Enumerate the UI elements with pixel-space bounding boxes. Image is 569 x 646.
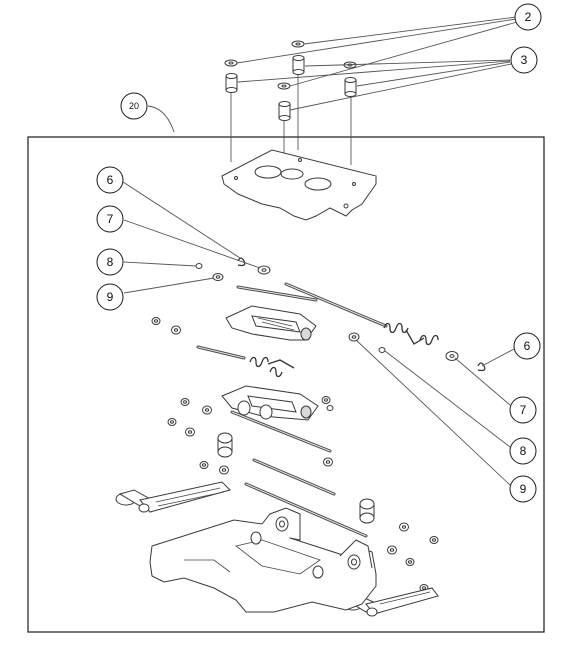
shaft-middle (230, 410, 332, 453)
bushing (323, 457, 333, 467)
svg-text:2: 2 (525, 10, 532, 24)
callout-2: 2 (514, 3, 542, 31)
shaft-lower (252, 458, 336, 496)
washer-left (257, 265, 271, 275)
middle-bracket (221, 385, 319, 421)
callout-9-right: 9 (509, 475, 537, 503)
bushing (321, 396, 331, 404)
spring-clip-left (237, 257, 246, 267)
nut-center (292, 55, 305, 75)
bushing (326, 405, 334, 411)
svg-text:9: 9 (107, 290, 114, 304)
callout-7-right: 7 (509, 396, 537, 424)
roller-right (359, 498, 375, 524)
assembly-frame (27, 136, 545, 633)
nut-left (225, 73, 238, 93)
spring-clip-right (477, 362, 486, 372)
shafts (196, 282, 388, 538)
bushing (405, 558, 415, 566)
svg-text:7: 7 (520, 403, 527, 417)
svg-text:20: 20 (129, 101, 139, 111)
torsion-spring-right (383, 322, 439, 346)
svg-text:8: 8 (520, 444, 527, 458)
washer-top-left (224, 59, 238, 67)
bushing (399, 522, 409, 532)
bushing (167, 418, 177, 426)
shaft-middle-left (196, 345, 246, 360)
svg-text:6: 6 (524, 339, 531, 353)
bushing (180, 398, 190, 406)
bushings-and-washers (151, 317, 439, 592)
callout-3: 3 (510, 46, 538, 74)
svg-text:7: 7 (107, 212, 114, 226)
bushing (429, 536, 439, 544)
left-small-hardware (195, 257, 271, 281)
svg-text:3: 3 (521, 53, 528, 67)
lever-handle-left (115, 481, 231, 513)
top-mounting-plate (220, 149, 377, 221)
springs (249, 322, 439, 378)
bushing (199, 461, 209, 469)
top-fastener-hardware (224, 40, 357, 165)
washer-right (348, 332, 360, 342)
shaft-upper-left (236, 285, 318, 302)
bushing (185, 427, 195, 437)
right-small-hardware (348, 332, 486, 372)
svg-text:6: 6 (107, 173, 114, 187)
callout-6-right: 6 (513, 332, 541, 360)
shaft-upper-right (284, 282, 388, 328)
callout-8-left: 8 (96, 248, 124, 276)
upper-bracket (225, 305, 317, 341)
shaft-bottom (244, 482, 368, 538)
bushing (387, 545, 397, 555)
svg-text:8: 8 (107, 255, 114, 269)
bushing (151, 317, 161, 325)
washer-top-front (277, 82, 291, 90)
callout-6-left: 6 (96, 166, 124, 194)
callout-9-left: 9 (96, 283, 124, 311)
callout-8-right: 8 (509, 437, 537, 465)
washer-small-left (212, 273, 224, 281)
pin-clip-right (378, 347, 386, 353)
callout-20: 20 (120, 92, 148, 120)
bushing (202, 405, 212, 415)
washer-top-center (291, 40, 305, 48)
bushing (171, 325, 181, 335)
nut-right (344, 77, 357, 97)
nut-front (278, 101, 291, 121)
leader-lines (122, 16, 518, 486)
pin-clip-left (195, 263, 203, 269)
torsion-spring-middle (249, 356, 295, 378)
base-frame (149, 507, 377, 613)
callout-7-left: 7 (96, 205, 124, 233)
bushing (219, 465, 229, 475)
svg-text:9: 9 (520, 482, 527, 496)
roller-left (217, 432, 233, 458)
